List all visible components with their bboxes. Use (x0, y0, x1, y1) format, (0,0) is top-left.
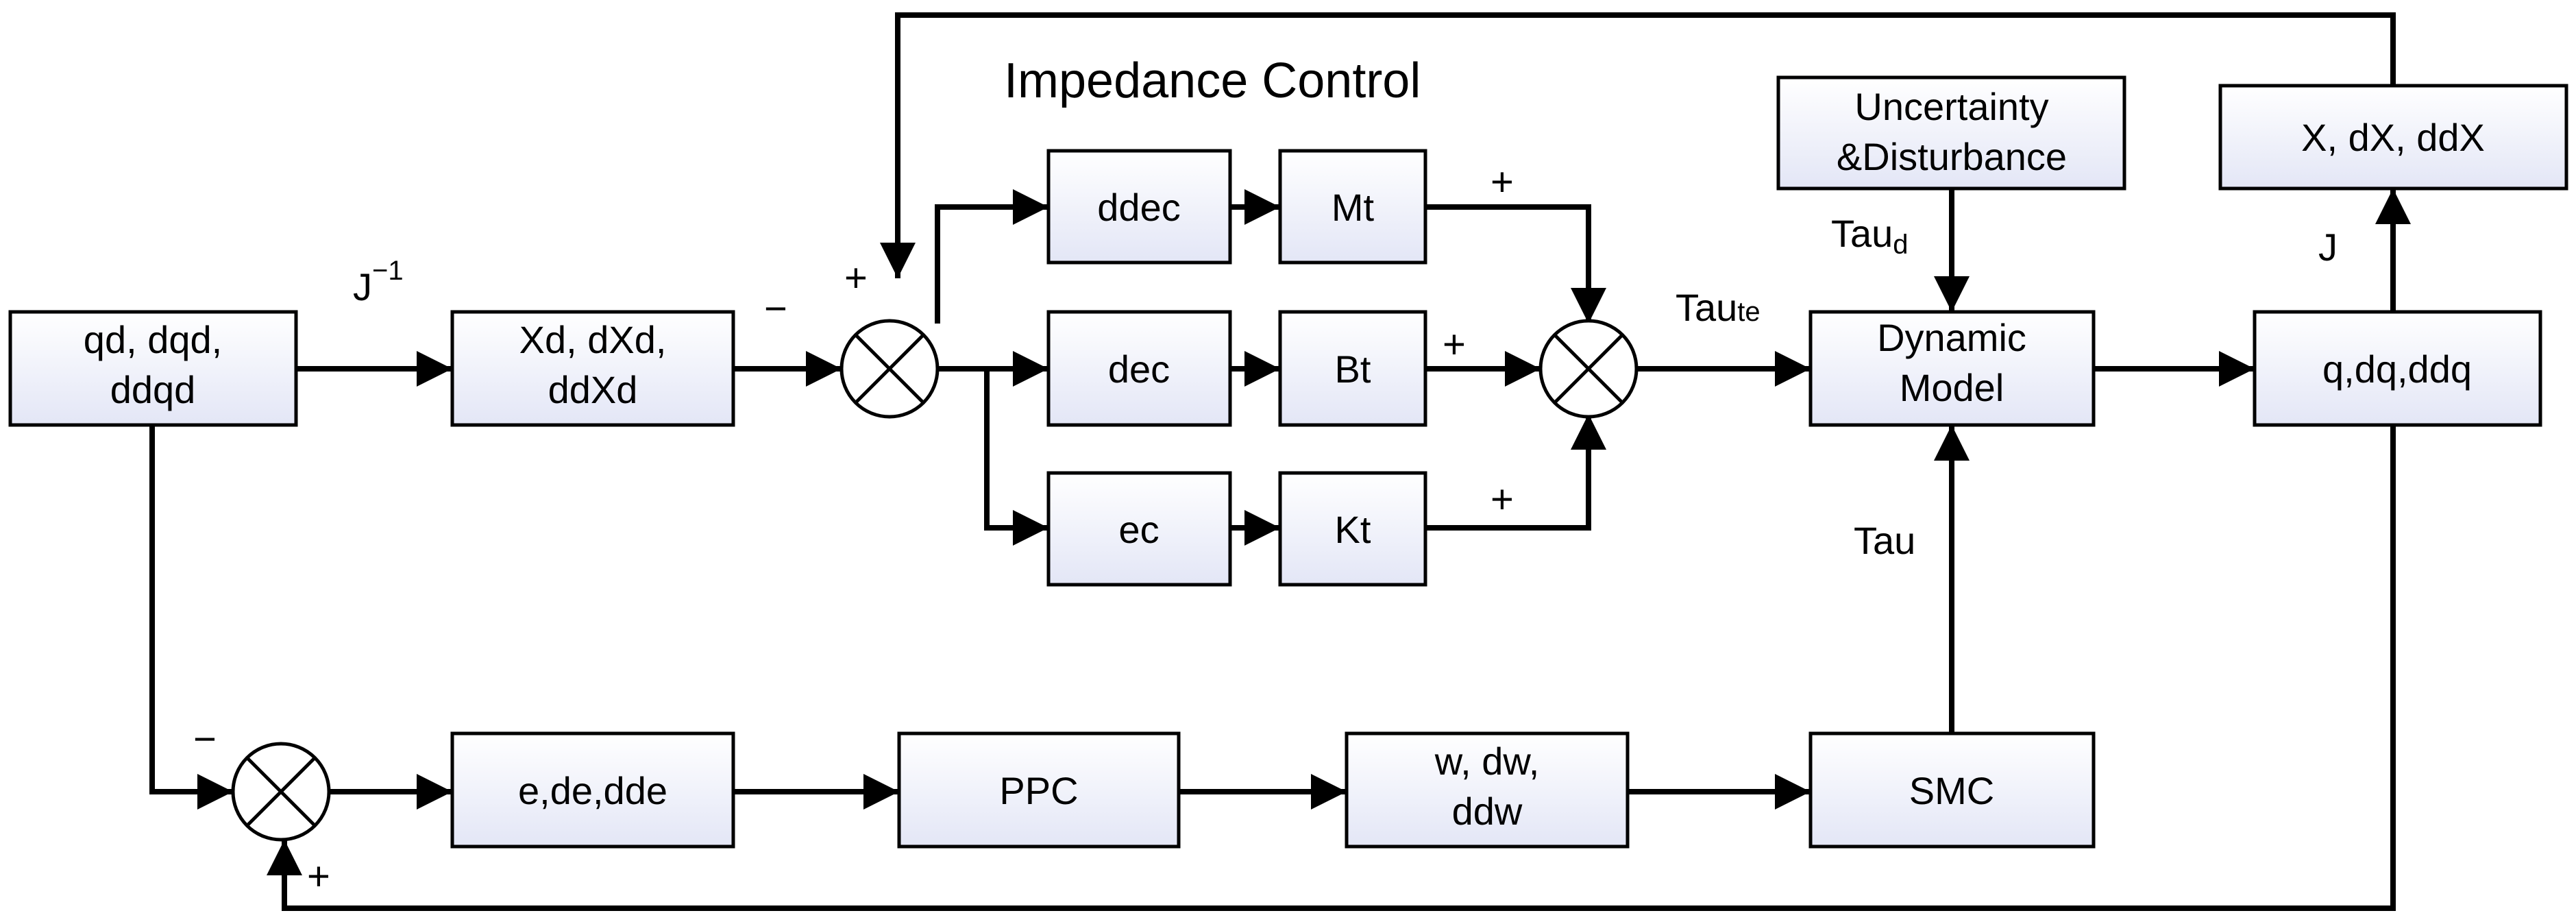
wire-mt-to-sum2 (1425, 204, 1606, 324)
wire-xout-feedback (880, 12, 2396, 278)
block-xd-line2: ddXd (548, 368, 638, 411)
label-tau: Tau (1854, 519, 1915, 562)
block-kt: Kt (1278, 471, 1427, 587)
sign-mt-plus: + (1491, 160, 1514, 204)
block-x-output-label: X, dX, ddX (2301, 116, 2485, 159)
wire-sum1-to-ddec (935, 189, 1048, 324)
wire-qd-to-sum3 (149, 425, 233, 810)
block-q-output: q,dq,ddq (2253, 310, 2542, 427)
block-dec-label: dec (1108, 348, 1170, 391)
block-xd: Xd, dXd, ddXd (450, 310, 735, 427)
block-ec: ec (1046, 471, 1232, 587)
block-xd-line1: Xd, dXd, (519, 318, 667, 361)
label-j: J (2318, 226, 2338, 269)
wire-kt-to-sum2 (1425, 414, 1606, 531)
block-error-label: e,de,dde (518, 769, 667, 812)
block-w-line2: ddw (1452, 790, 1523, 833)
block-ec-label: ec (1118, 508, 1159, 551)
label-j-inverse: J−1 (353, 256, 404, 308)
sign-sum3-plus: + (307, 854, 330, 899)
block-kt-label: Kt (1335, 508, 1371, 551)
block-bt: Bt (1278, 310, 1427, 427)
block-w: w, dw, ddw (1345, 731, 1630, 849)
block-bt-label: Bt (1335, 348, 1371, 391)
block-ppc: PPC (897, 731, 1181, 849)
sign-sum3-minus: − (193, 717, 217, 762)
block-qd: qd, dqd, ddqd (8, 310, 298, 427)
block-ddec-label: ddec (1097, 186, 1180, 229)
block-x-output: X, dX, ddX (2218, 84, 2568, 191)
sign-sum1-minus: − (764, 287, 787, 331)
block-mt-label: Mt (1332, 186, 1375, 229)
block-qd-line2: ddqd (110, 368, 196, 411)
sign-kt-plus: + (1491, 477, 1514, 522)
wire-qout-feedback (267, 425, 2396, 911)
sign-sum1-plus: + (844, 256, 868, 300)
block-w-line1: w, dw, (1434, 740, 1540, 783)
block-q-output-label: q,dq,ddq (2322, 348, 2472, 391)
block-error: e,de,dde (450, 731, 735, 849)
block-dynamic-line2: Model (1900, 366, 2004, 409)
block-dec: dec (1046, 310, 1232, 427)
block-smc-label: SMC (1909, 769, 1994, 812)
summing-junction-3 (231, 742, 331, 842)
block-qd-line1: qd, dqd, (84, 318, 222, 361)
block-dynamic-model: Dynamic Model (1808, 310, 2096, 427)
block-mt: Mt (1278, 149, 1427, 265)
block-smc: SMC (1808, 731, 2096, 849)
wire-sum1-to-ec (984, 369, 1048, 546)
summing-junction-1 (839, 319, 940, 419)
sign-bt-plus: + (1443, 322, 1466, 367)
label-tau-d: Taud (1831, 212, 1909, 260)
block-uncertainty-line2: &Disturbance (1837, 135, 2067, 178)
diagram-title: Impedance Control (1004, 53, 1421, 108)
block-ppc-label: PPC (999, 769, 1078, 812)
connections (149, 12, 2411, 911)
summing-junction-2 (1538, 319, 1639, 419)
block-dynamic-line1: Dynamic (1877, 316, 2026, 359)
block-uncertainty: Uncertainty &Disturbance (1776, 75, 2126, 191)
block-ddec: ddec (1046, 149, 1232, 265)
label-tau-te: Taute (1676, 286, 1761, 329)
block-uncertainty-line1: Uncertainty (1854, 85, 2048, 128)
